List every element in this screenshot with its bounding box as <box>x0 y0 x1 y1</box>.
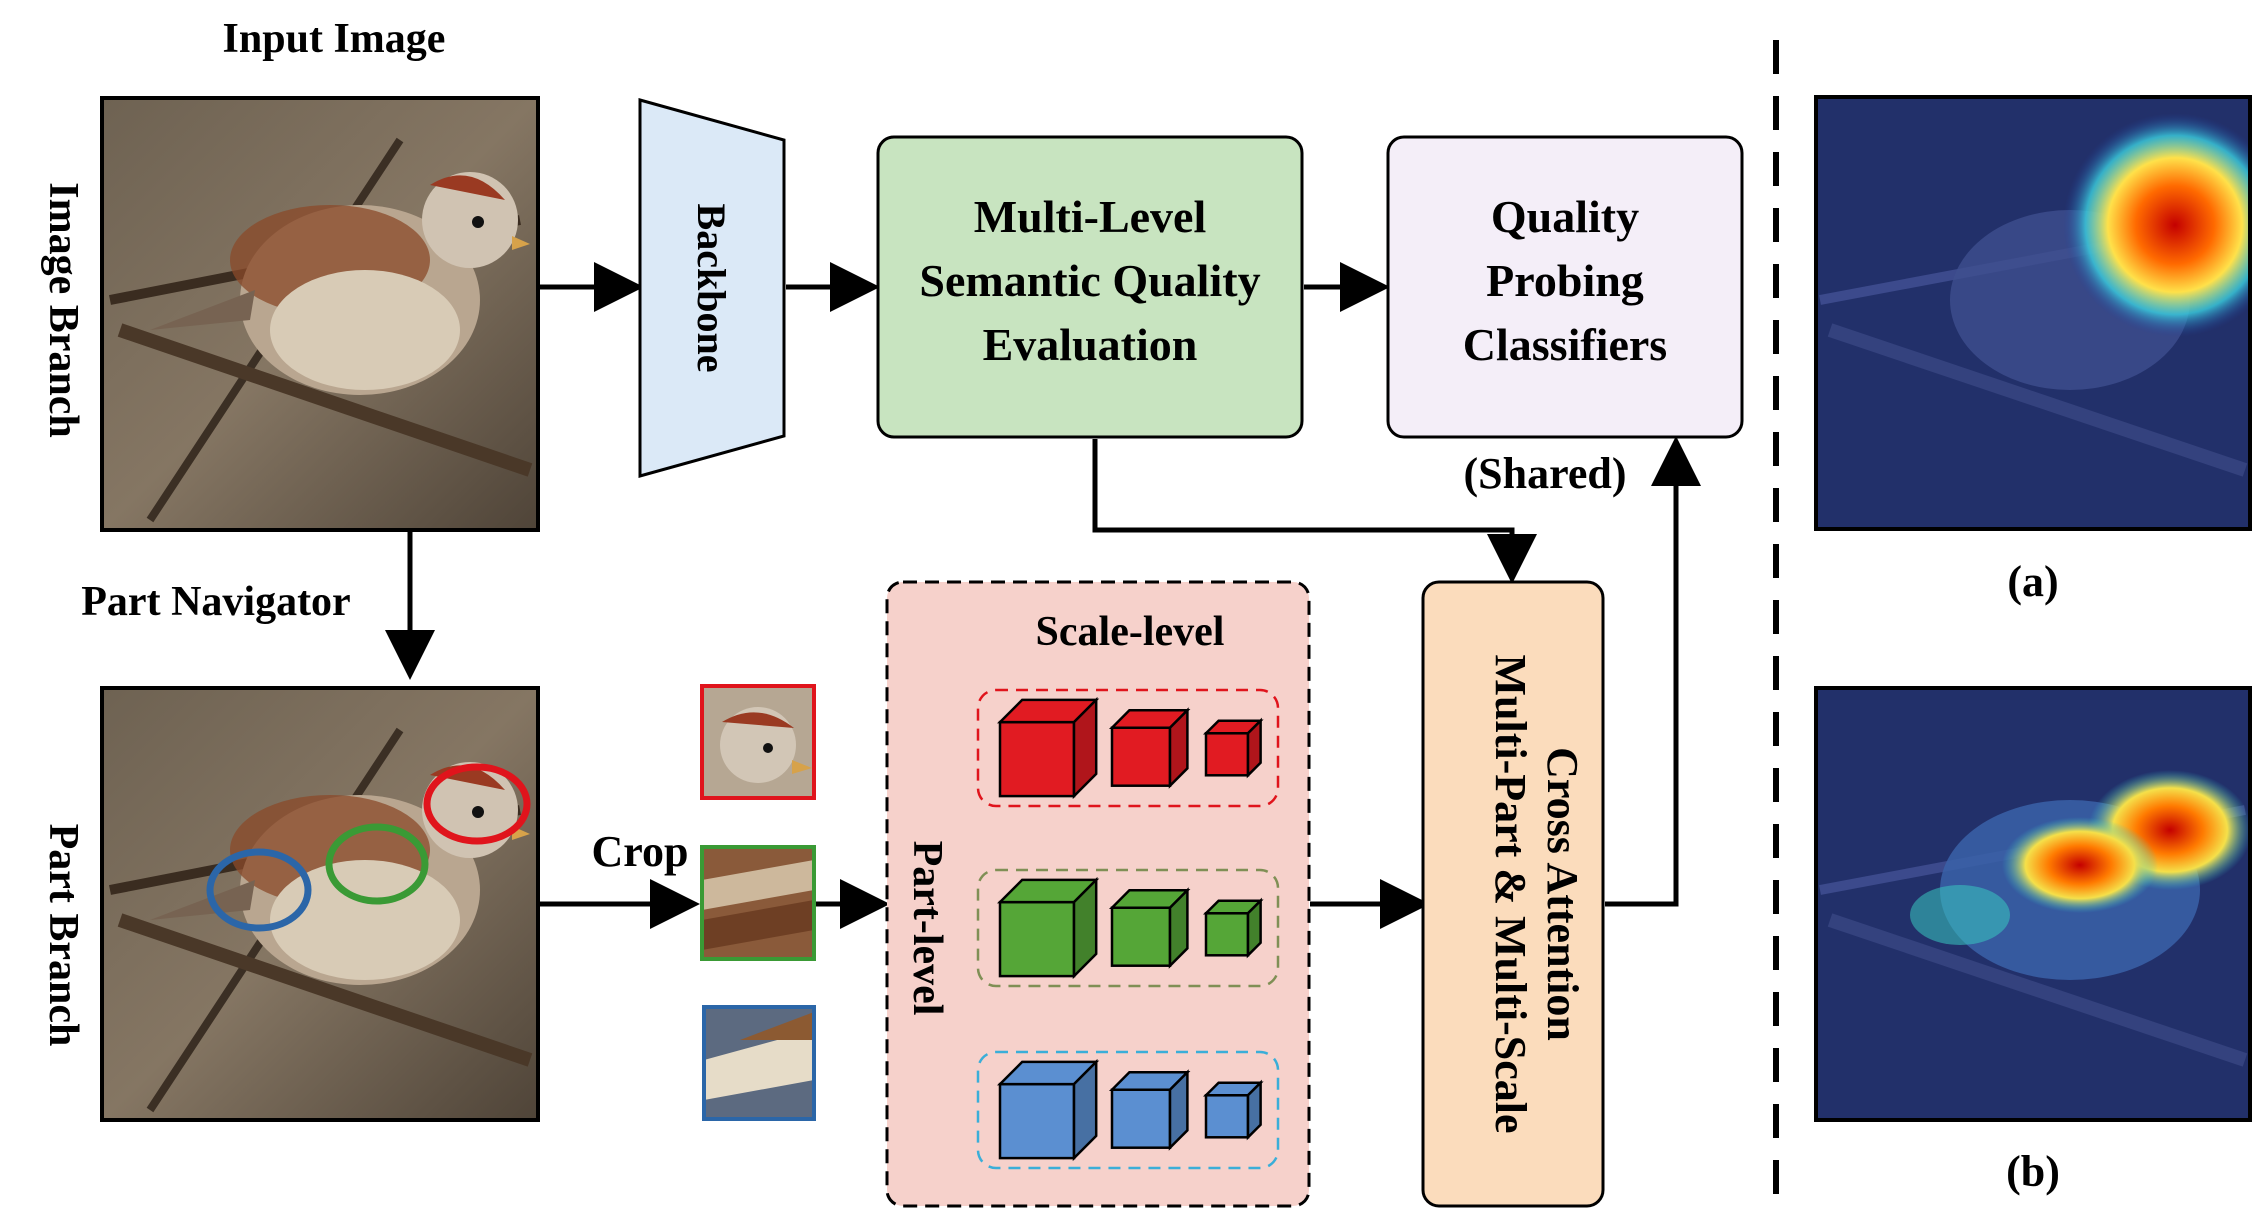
bird-photo-input <box>100 96 540 532</box>
caption-b: (b) <box>2006 1147 2060 1196</box>
cube-blue-scale-3 <box>1202 1079 1264 1141</box>
mpmsca-block <box>1421 580 1605 1208</box>
heatmap-b <box>1814 686 2252 1122</box>
crop-head <box>700 684 816 800</box>
cube-blue-scale-2 <box>1108 1069 1191 1151</box>
cube-red-scale-1 <box>996 696 1100 800</box>
caption-a: (a) <box>2007 557 2058 606</box>
wing-circle <box>325 823 429 905</box>
head-circle <box>423 763 531 845</box>
cube-green-scale-2 <box>1108 887 1191 969</box>
cube-blue-scale-1 <box>996 1058 1100 1162</box>
part-level-label: Part-level <box>904 841 950 1016</box>
mlsqe-line-3: Evaluation <box>983 319 1198 370</box>
cube-green-scale-3 <box>1202 897 1264 959</box>
shared-label: (Shared) <box>1464 449 1627 498</box>
part-scale-panel <box>885 580 1311 1208</box>
qpc-block <box>1386 135 1744 439</box>
image-branch-label: Image Branch <box>40 182 86 438</box>
heatmap-a <box>1814 95 2252 531</box>
qpc-line-1: Quality <box>1491 191 1639 242</box>
mlsqe-block <box>876 135 1304 439</box>
cube-set <box>996 696 1264 1162</box>
qpc-line-3: Classifiers <box>1463 319 1667 370</box>
tail-circle <box>206 848 312 932</box>
crop-tail <box>702 1005 816 1121</box>
blue-scale-group <box>976 1050 1280 1170</box>
mlsqe-to-attention-arrow <box>1092 439 1537 584</box>
qpc-line-2: Probing <box>1486 255 1644 306</box>
part-navigator-label: Part Navigator <box>81 579 350 625</box>
mlsqe-line-2: Semantic Quality <box>919 255 1260 306</box>
bird-photo-part <box>100 686 540 1122</box>
input-image-label: Input Image <box>223 16 446 62</box>
cube-red-scale-2 <box>1108 707 1191 789</box>
mlsqe-line-1: Multi-Level <box>974 191 1207 242</box>
red-scale-group <box>976 688 1280 808</box>
green-scale-group <box>976 868 1280 988</box>
attention-to-qpc-arrow <box>1605 436 1701 907</box>
cube-green-scale-1 <box>996 876 1100 980</box>
backbone-block <box>638 98 786 478</box>
crop-label: Crop <box>592 827 689 876</box>
backbone-label: Backbone <box>689 204 734 373</box>
mpmsca-line-2: Cross Attention <box>1538 747 1587 1041</box>
scale-level-label: Scale-level <box>1036 609 1225 655</box>
mpmsca-line-1: Multi-Part & Multi-Scale <box>1486 655 1535 1134</box>
cube-red-scale-3 <box>1202 717 1264 779</box>
crop-wing <box>700 845 816 961</box>
part-branch-label: Part Branch <box>40 824 86 1047</box>
